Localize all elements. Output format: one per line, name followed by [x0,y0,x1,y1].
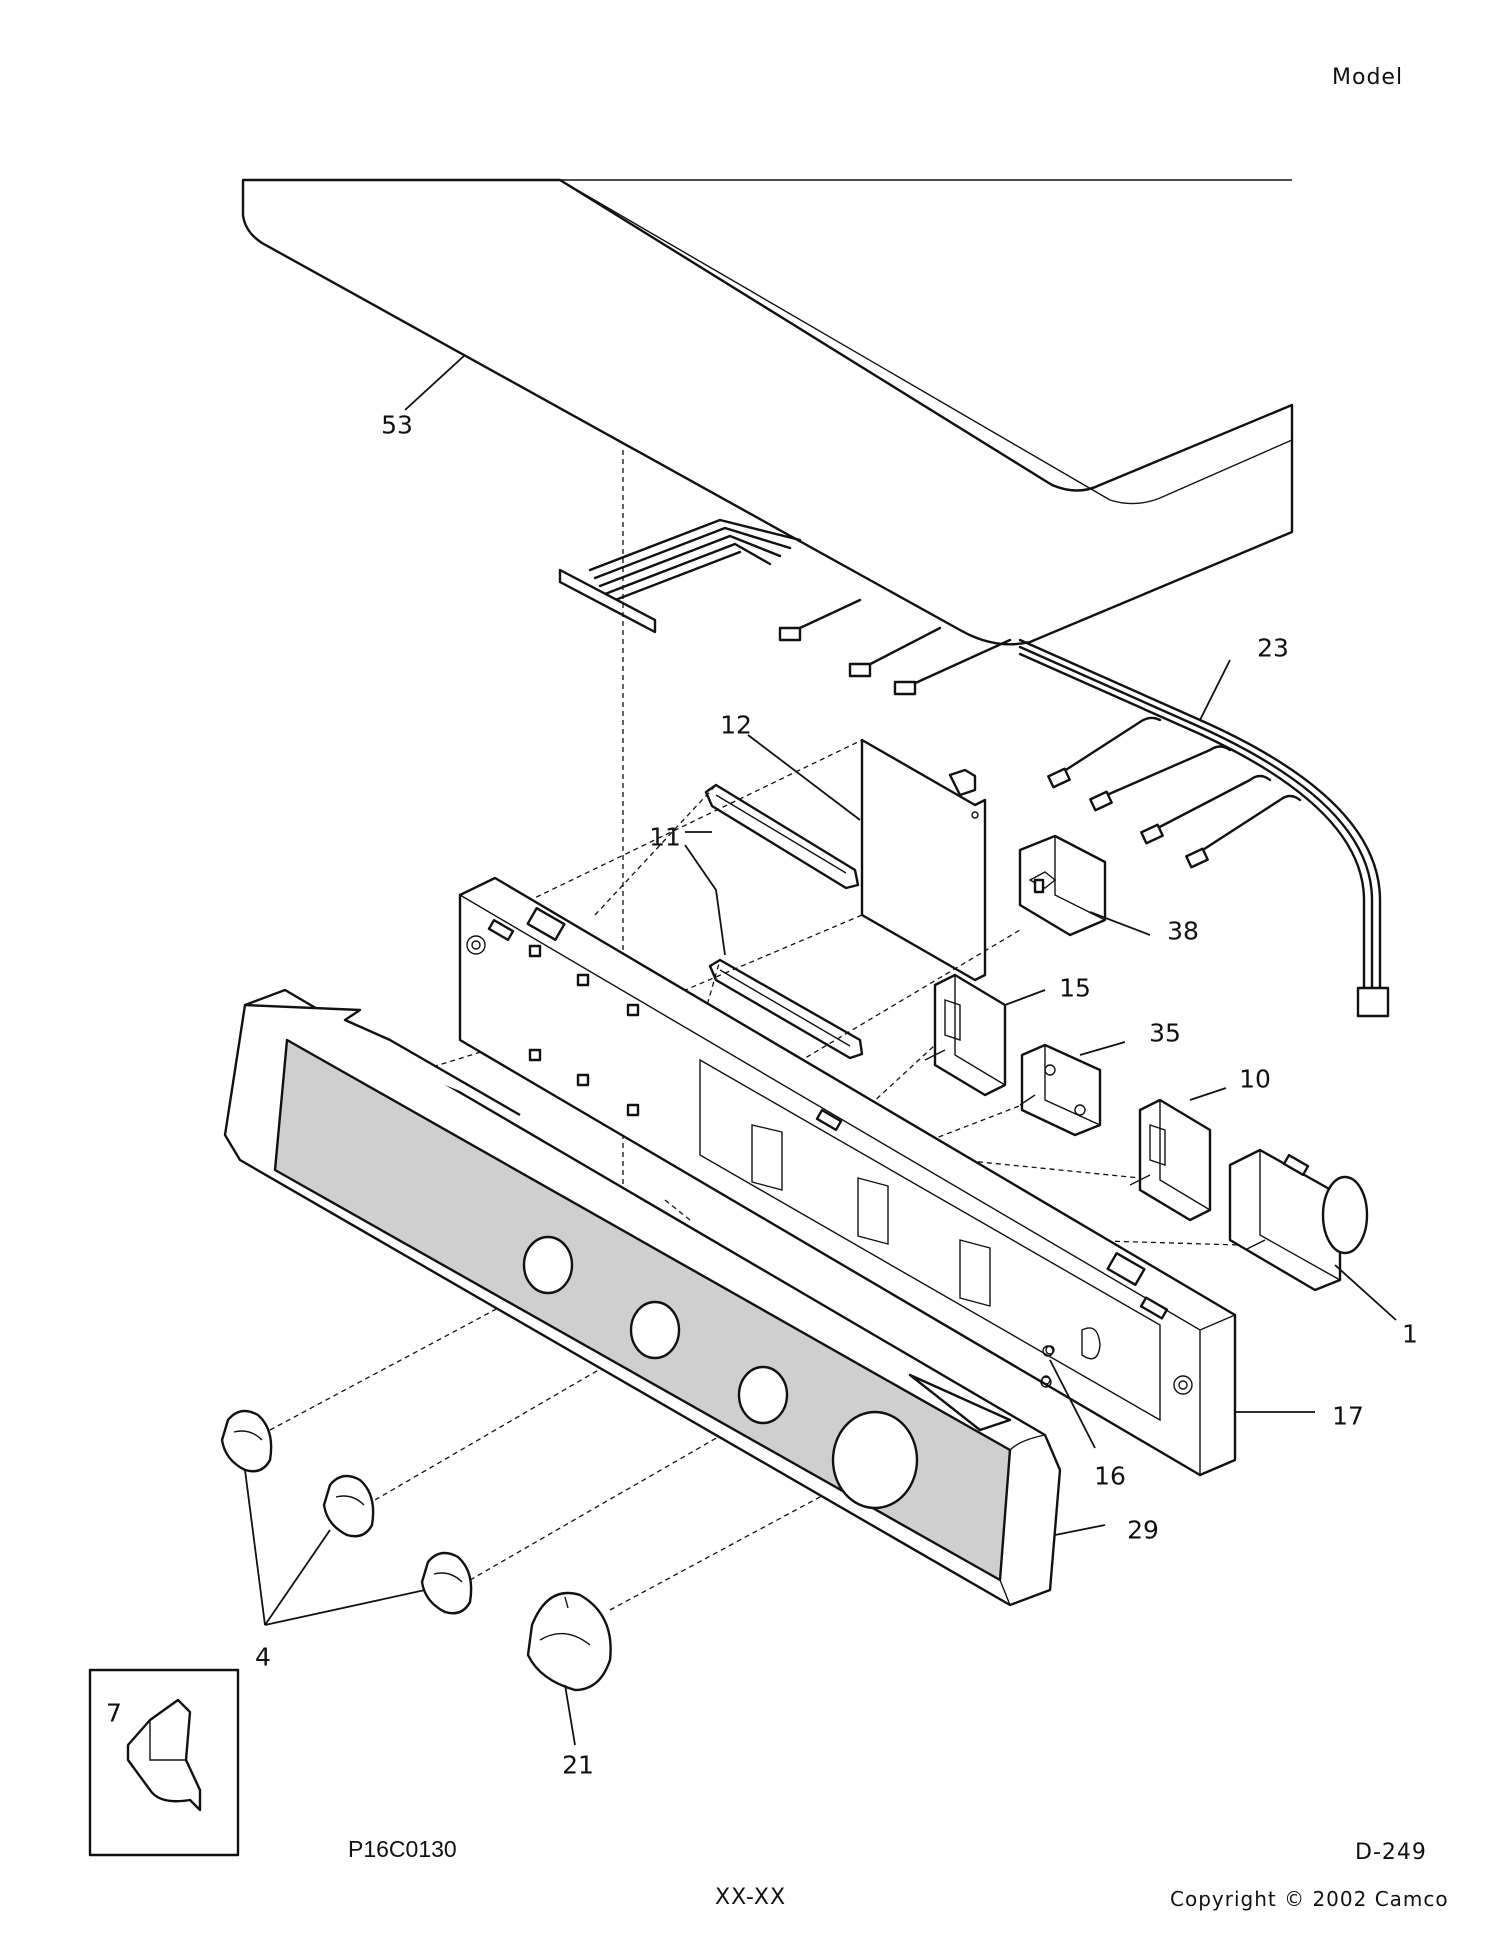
callout-17: 17 [1332,1401,1364,1431]
callout-1: 1 [1402,1319,1418,1349]
board-bracket-part [704,783,864,1060]
callout-7: 7 [106,1698,122,1728]
copyright: Copyright © 2002 Camco [1170,1887,1449,1911]
wire-harness-part [1018,638,1390,1018]
callout-10: 10 [1239,1064,1271,1094]
timer-part [1228,1148,1369,1292]
model-label: Model [1332,65,1404,90]
callout-11: 11 [649,822,681,852]
callout-35: 35 [1149,1018,1181,1048]
callout-23: 23 [1257,633,1289,663]
control-board-part [860,738,987,982]
top-cover-part [241,178,1294,646]
callout-38: 38 [1167,916,1199,946]
callout-53: 53 [381,410,413,440]
switch-38-part [1018,834,1107,937]
callout-16: 16 [1094,1461,1126,1491]
callout-leaders [244,354,1397,1746]
callout-15: 15 [1059,973,1091,1003]
switch-15-part [924,973,1007,1097]
control-panel-backing-part [458,876,1237,1477]
switch-35-part [1019,1043,1102,1137]
timer-knob-part [526,1591,612,1692]
page-reference: D-249 [1355,1840,1427,1865]
front-console-panel-part [223,988,1062,1607]
date-code: XX-XX [715,1885,787,1910]
callout-29: 29 [1127,1515,1159,1545]
switch-10-part [1129,1098,1212,1222]
knob-4-part [220,1409,473,1615]
part-code: P16C0130 [348,1836,457,1862]
callout-4: 4 [255,1642,271,1672]
callout-21: 21 [562,1750,594,1780]
screw-16-part [1040,1345,1054,1388]
inset-7-box [88,1668,240,1857]
ribbon-cable-part [558,518,1012,696]
callout-12: 12 [720,710,752,740]
